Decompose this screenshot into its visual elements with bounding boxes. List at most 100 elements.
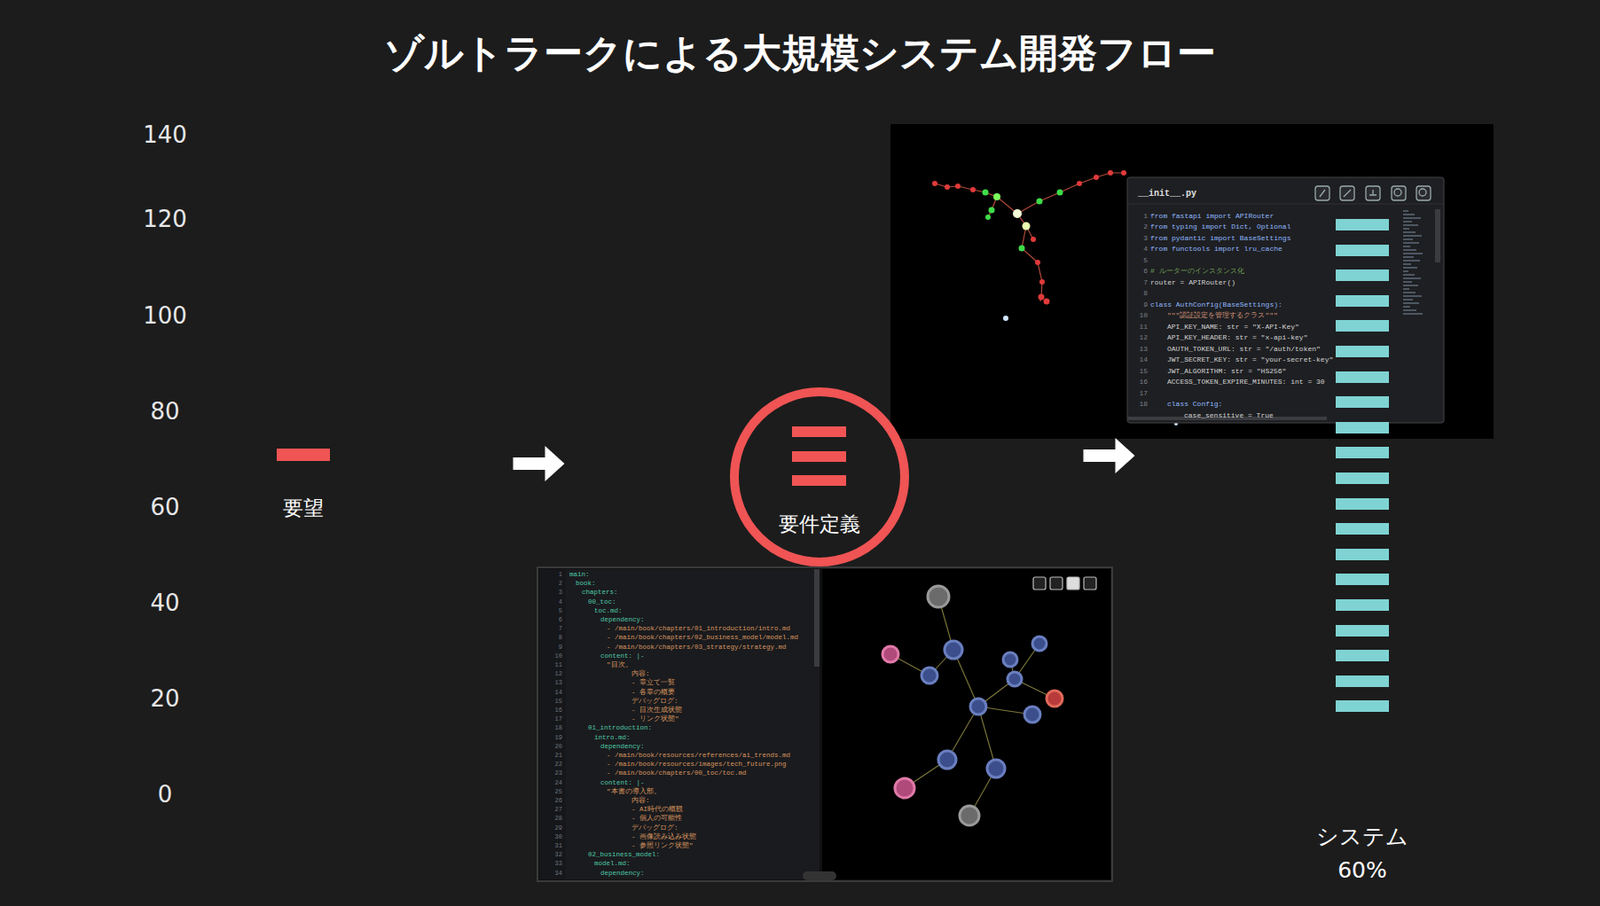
line-number: 33: [555, 860, 563, 868]
yaml-line: dependency:: [600, 870, 645, 878]
code-line: OAUTH_TOKEN_URL: str = "/auth/token": [1167, 345, 1321, 353]
code-line: ACCESS_TOKEN_EXPIRE_MINUTES: int = 30: [1167, 377, 1326, 386]
system-bar: [1335, 269, 1389, 282]
yaml-line: デバッグログ:: [631, 823, 679, 833]
line-number: 28: [555, 815, 563, 823]
line-number: 2: [558, 580, 563, 588]
line-number: 8: [558, 634, 563, 642]
line-number: 14: [555, 689, 563, 697]
yaml-line: - 目次生成状態: [631, 705, 683, 715]
line-number: 6: [558, 616, 563, 624]
axis-label: 120: [142, 205, 188, 233]
line-number: 7: [1143, 278, 1148, 287]
yaml-line: "本書の導入部。: [606, 787, 661, 797]
line-number: 4: [558, 598, 563, 606]
line-number: 27: [555, 806, 563, 814]
code-line: case_sensitive = True: [1184, 411, 1274, 420]
line-number: 18: [1138, 400, 1148, 408]
line-number: 13: [555, 679, 563, 687]
system-bar: [1335, 599, 1389, 612]
yaml-line: - 画像読み込み状態: [631, 832, 697, 842]
line-number: 1: [1143, 211, 1148, 220]
yaml-line: - 個人の可能性: [631, 814, 683, 824]
yaml-line: - 各章の概要: [631, 688, 675, 698]
flow-node: 要望: [258, 443, 348, 524]
status-icons: [802, 871, 837, 881]
axis-label: 0: [157, 781, 173, 808]
node-label: 60%: [1337, 857, 1388, 884]
code-line: router = APIRouter(): [1150, 278, 1236, 287]
menu-icon-bar: [792, 426, 847, 438]
axis-label: 100: [142, 302, 188, 330]
code-line: class AuthConfig(BaseSettings):: [1150, 300, 1283, 309]
line-number: 23: [555, 769, 563, 777]
line-number: 29: [555, 824, 563, 832]
line-number: 26: [555, 797, 563, 805]
menu-icon-bar: [792, 475, 847, 487]
yaml-line: "目次。: [606, 660, 633, 670]
yaml-line: - /main/book/chapters/02_business_model/…: [606, 634, 799, 642]
line-number: 15: [1138, 367, 1148, 376]
yaml-line: intro.md:: [594, 734, 631, 742]
system-bar: [1335, 700, 1389, 713]
line-number: 1: [558, 571, 563, 579]
system-bar: [1335, 625, 1389, 637]
axis-label: 40: [149, 589, 180, 617]
line-number: 10: [555, 652, 563, 660]
yaml-line: - 章立て一覧: [631, 678, 675, 688]
line-number: 22: [555, 760, 563, 769]
axis-label: 80: [149, 398, 180, 425]
yaml-line: - /main/book/resources/images/tech_futur…: [606, 760, 787, 769]
line-number: 9: [558, 643, 563, 651]
line-number: 25: [555, 788, 563, 796]
line-number: 32: [555, 851, 563, 859]
code-line: from pydantic import BaseSettings: [1150, 234, 1291, 243]
line-number: 2: [1143, 222, 1148, 231]
system-bar: [1335, 345, 1389, 358]
system-bar: [1335, 573, 1389, 586]
code-line: JWT_SECRET_KEY: str = "your-secret-key": [1167, 355, 1334, 364]
line-number: 11: [1138, 322, 1148, 331]
axis-label: 60: [149, 494, 180, 521]
system-bar: [1335, 244, 1389, 257]
line-number: 18: [555, 724, 563, 732]
yaml-line: model.md:: [594, 860, 631, 868]
system-bar: [1335, 447, 1389, 459]
line-number: 9: [1143, 300, 1148, 309]
line-number: 10: [1138, 311, 1148, 320]
yaml-line: dependency:: [600, 743, 645, 751]
system-bar: [1335, 422, 1389, 434]
yaml-line: content: |-: [600, 779, 645, 787]
yaml-line: - /main/book/chapters/01_introduction/in…: [606, 625, 791, 633]
line-number: 34: [555, 870, 563, 878]
line-number: 21: [555, 752, 563, 760]
code-line: API_KEY_NAME: str = "X-API-Key": [1167, 322, 1300, 331]
yaml-line: 02_business_model:: [588, 851, 660, 859]
line-number: 8: [1143, 289, 1148, 298]
yaml-line: - AI時代の概観: [631, 805, 683, 815]
axis-label: 20: [149, 685, 180, 713]
system-bar: [1335, 295, 1389, 307]
menu-icon-bar: [792, 451, 847, 463]
node-label: 要望: [282, 494, 324, 523]
line-number: 16: [555, 706, 563, 714]
yaml-line: - /main/book/chapters/00_toc/toc.md: [606, 769, 747, 777]
yaml-line: main:: [569, 571, 590, 579]
line-number: 17: [1138, 389, 1148, 398]
yaml-line: 内容:: [631, 796, 651, 806]
toolbar-icons: [1033, 577, 1097, 590]
system-bar: [1335, 396, 1389, 408]
system-bar: [1335, 219, 1389, 231]
system-bar: [1335, 371, 1389, 384]
line-number: 5: [1143, 256, 1148, 265]
toolbar-icons: [1315, 186, 1431, 201]
yaml-line: - /main/book/chapters/03_strategy/strate…: [606, 643, 787, 651]
yaml-screenshot: [537, 567, 1113, 882]
line-number: 6: [1143, 266, 1148, 275]
line-number: 3: [558, 588, 563, 597]
line-number: 30: [555, 833, 563, 841]
yaml-line: book:: [575, 580, 597, 588]
flow-arrow: [1083, 438, 1136, 474]
graph-screenshot: [890, 124, 1494, 440]
title: ゾルトラークによる大規模システム開発フロー: [384, 27, 1216, 80]
